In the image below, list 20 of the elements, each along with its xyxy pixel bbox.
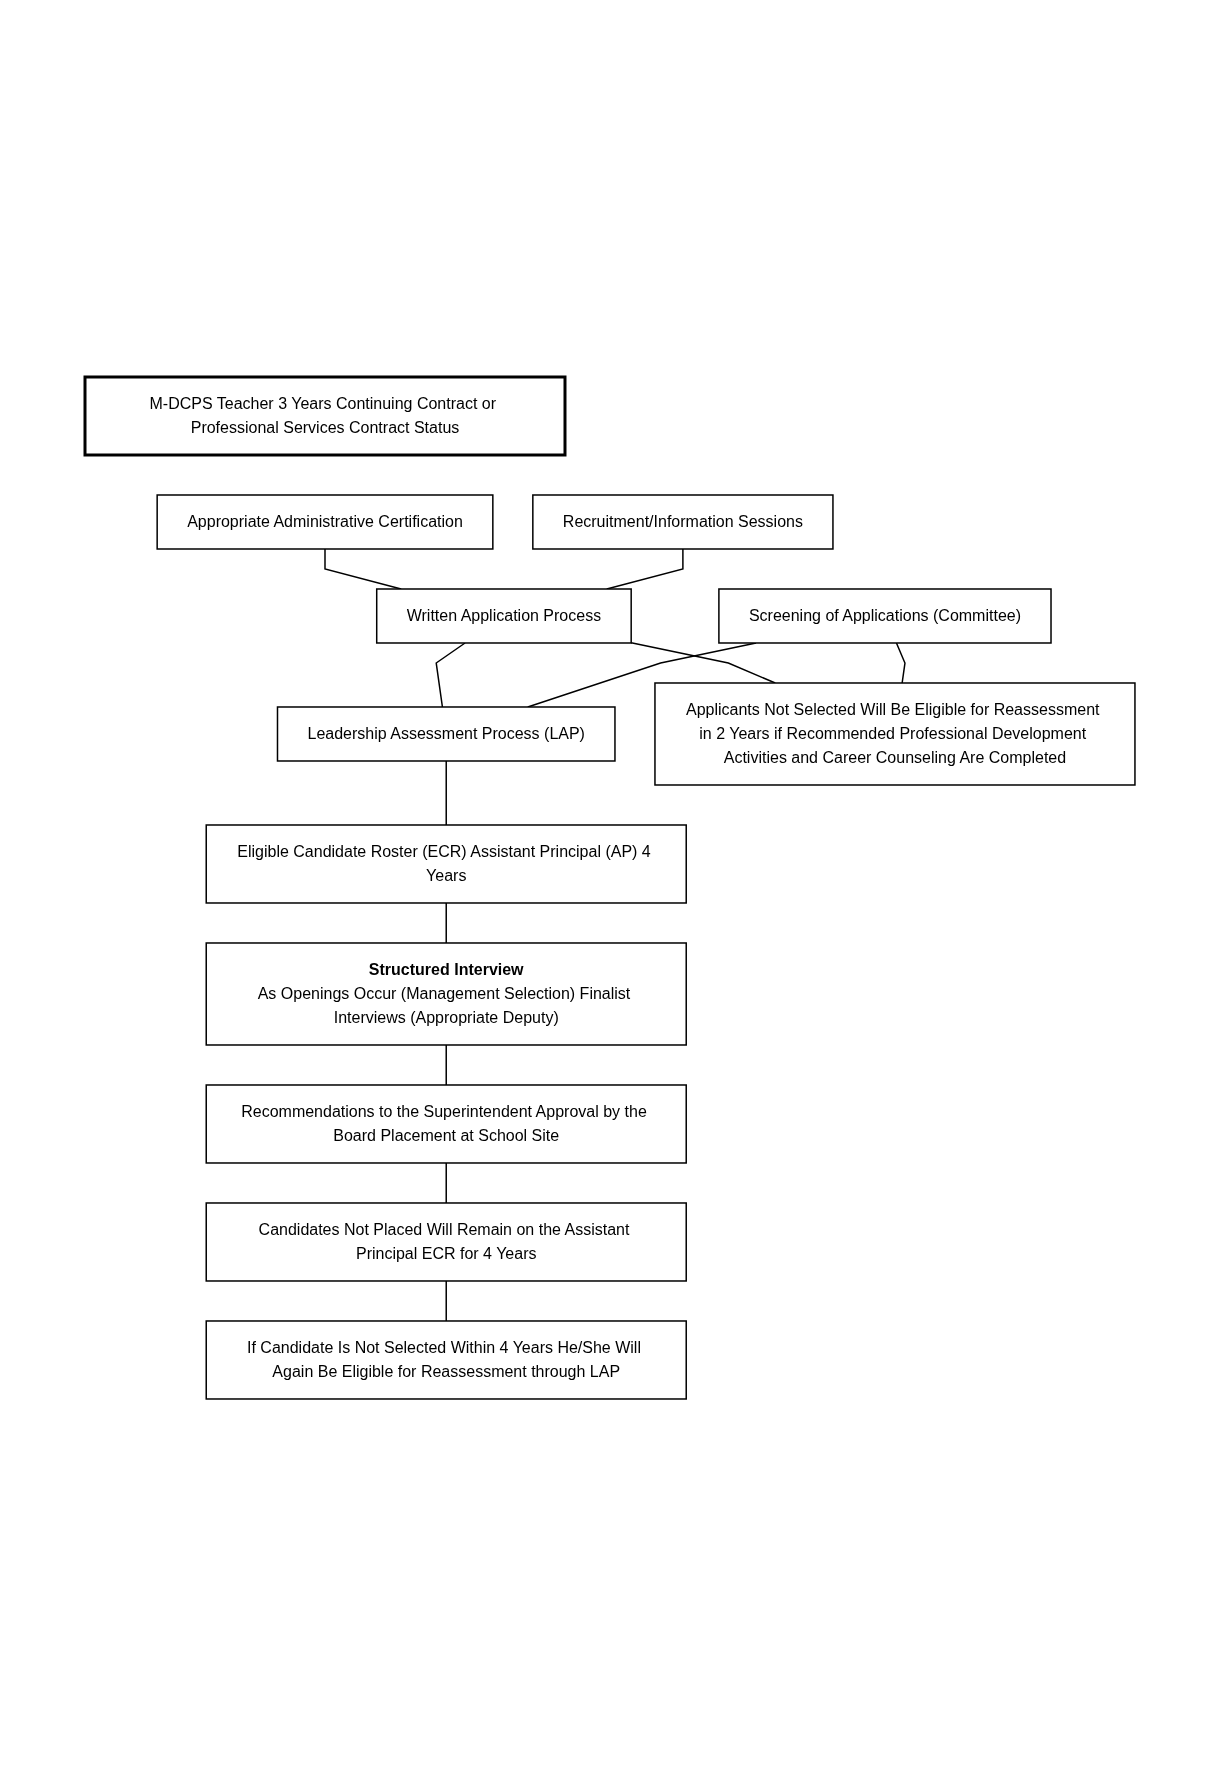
connector [445, 1162, 447, 1204]
node-box: Eligible Candidate Roster (ECR) Assistant Principal (AP) 4 Years [205, 824, 687, 904]
node-box: Applicants Not Selected Will Be Eligible for Reassessment in 2 Years if Recommended Professional Development Activities and Career Counseling Are Completed [654, 682, 1136, 786]
node-box: If Candidate Is Not Selected Within 4 Years He/She Will Again Be Eligible for Reassessment through LAP [205, 1320, 687, 1400]
node-box: Appropriate Administrative Certification [156, 494, 494, 550]
connector [445, 1044, 447, 1086]
connector [445, 902, 447, 944]
connector [630, 641, 776, 684]
node-box: Recruitment/Information Sessions [532, 494, 834, 550]
connector [445, 1280, 447, 1322]
node-box: Structured Interview As Openings Occur (Management Selection) Finalist Interviews (Appropriate Deputy) [205, 942, 687, 1046]
node-box: Candidates Not Placed Will Remain on the Assistant Principal ECR for 4 Years [205, 1202, 687, 1282]
connector [606, 548, 684, 590]
node-box: M-DCPS Teacher 3 Years Continuing Contract or Professional Services Contract Status [83, 375, 567, 457]
node-box: Leadership Assessment Process (LAP) [276, 706, 616, 762]
connector [895, 642, 906, 684]
node-box: Recommendations to the Superintendent Approval by the Board Placement at School Site [205, 1084, 687, 1164]
connector [445, 760, 447, 826]
node-box: Screening of Applications (Committee) [718, 588, 1052, 644]
node-box: Written Application Process [376, 588, 632, 644]
